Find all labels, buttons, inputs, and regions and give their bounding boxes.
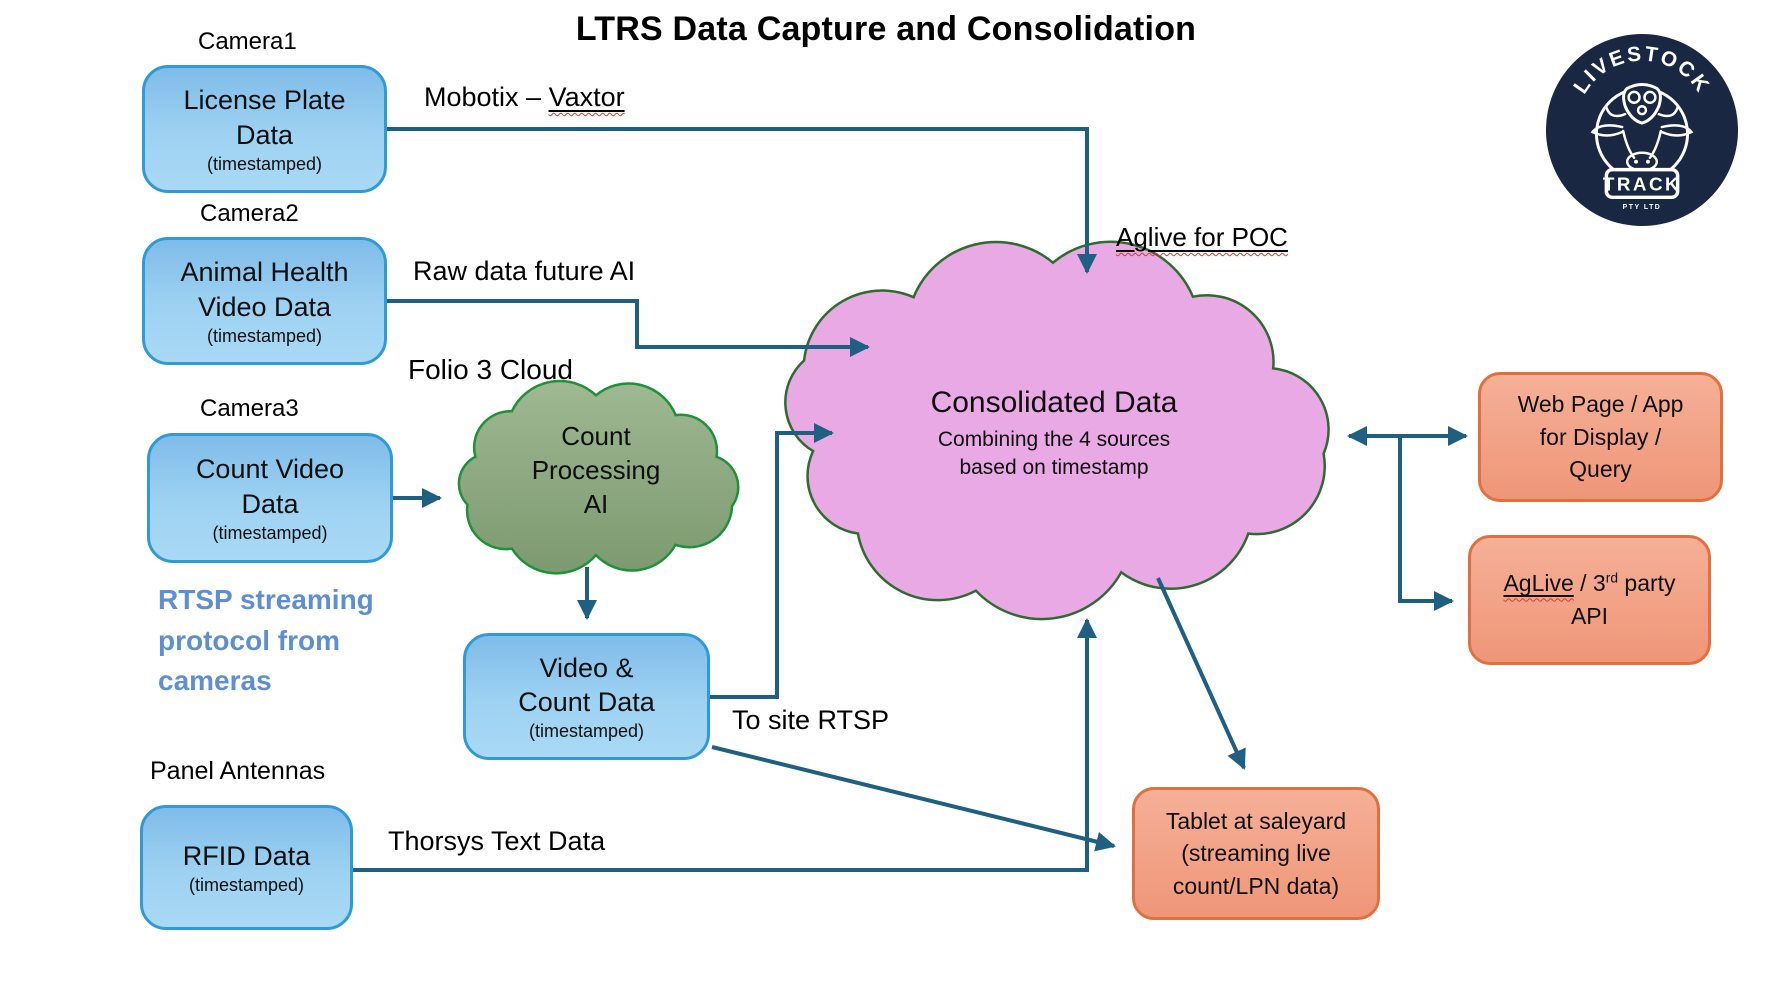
folio-cloud-label: Folio 3 Cloud xyxy=(408,354,573,385)
panel-antennas-label: Panel Antennas xyxy=(150,757,326,785)
aglive-poc-label: Aglive for POC xyxy=(1116,222,1288,252)
camera1-label: Camera1 xyxy=(198,28,297,55)
connector-branch-to-aglive-api xyxy=(1398,436,1454,611)
timestamped-note: (timestamped) xyxy=(206,153,323,174)
connector-license-plate-to-cloud xyxy=(387,127,1097,274)
connector-animal-health-to-cloud xyxy=(387,299,870,357)
connector-rfid-to-cloud xyxy=(353,618,1097,872)
connector-video-count-to-tablet xyxy=(711,745,1116,852)
logo-badge-text: TRACK xyxy=(1603,173,1681,194)
box-text: Video & Count Data xyxy=(518,652,655,717)
raw-data-label: Raw data future AI xyxy=(413,256,636,286)
aglive-api-box: AgLive / 3rd party API xyxy=(1468,535,1711,665)
count-processing-cloud xyxy=(457,379,740,575)
timestamped-note: (timestamped) xyxy=(528,721,645,742)
box-text: RFID Data xyxy=(182,840,311,871)
tablet-at-saleyard-box: Tablet at saleyard (streaming live count… xyxy=(1132,787,1380,920)
camera3-label: Camera3 xyxy=(200,395,299,422)
rfid-data-box: RFID Data (timestamped) xyxy=(140,805,353,930)
timestamped-note: (timestamped) xyxy=(206,325,323,346)
camera2-label: Camera2 xyxy=(200,200,299,227)
page-title: LTRS Data Capture and Consolidation xyxy=(575,10,1197,48)
logo-track-badge xyxy=(1604,167,1680,200)
box-text: Animal Health Video Data xyxy=(180,257,349,322)
box-text: License Plate Data xyxy=(183,85,346,150)
web-page-app-box: Web Page / App for Display / Query xyxy=(1478,372,1723,502)
count-video-data-box: Count Video Data (timestamped) xyxy=(147,433,393,563)
mobotix-vaxtor-label: Mobotix – Vaxtor xyxy=(424,82,625,112)
rtsp-streaming-note: RTSP streaming protocol from cameras xyxy=(158,584,374,697)
logo-sub-text: PTY LTD xyxy=(1623,204,1662,211)
license-plate-data-box: License Plate Data (timestamped) xyxy=(142,65,387,193)
connector-cloud-to-tablet xyxy=(1156,577,1246,770)
animal-health-video-box: Animal Health Video Data (timestamped) xyxy=(142,237,387,365)
timestamped-note: (timestamped) xyxy=(212,522,328,543)
livestock-track-logo: LIVESTOCK TRACK PTY LTD xyxy=(1545,33,1739,227)
connector-video-count-to-cloud xyxy=(710,423,834,699)
count-processing-ai-text: Count Processing AI xyxy=(531,421,661,519)
consolidated-data-text: Consolidated Data Combining the 4 source… xyxy=(930,386,1178,480)
to-site-rtsp-label: To site RTSP xyxy=(732,705,890,735)
logo-circle xyxy=(1545,33,1739,227)
consolidated-data-cloud xyxy=(784,240,1330,621)
timestamped-note: (timestamped) xyxy=(188,875,305,896)
box-text: Count Video Data xyxy=(195,454,345,519)
video-count-data-box: Video & Count Data (timestamped) xyxy=(463,633,710,760)
thorsys-text-data-label: Thorsys Text Data xyxy=(388,826,606,856)
